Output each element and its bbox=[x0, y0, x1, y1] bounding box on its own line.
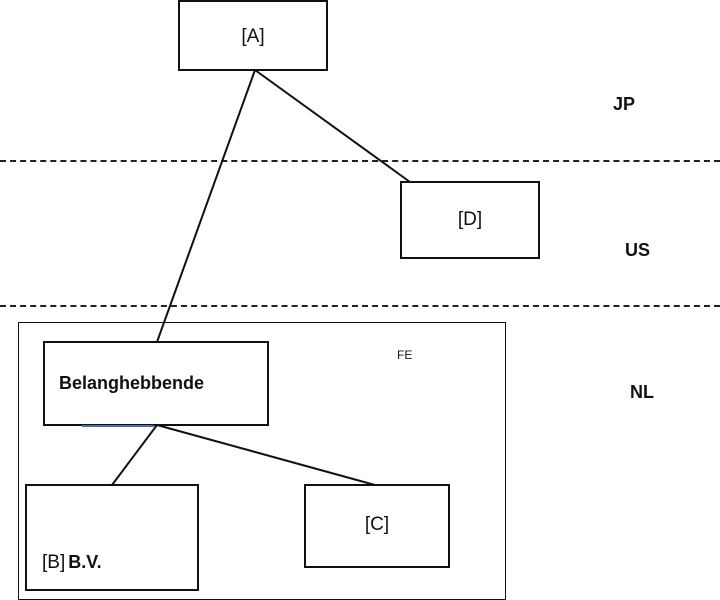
node-b-label: [B]B.V. bbox=[42, 552, 102, 574]
node-b-suffix: B.V. bbox=[68, 552, 102, 572]
line-a-to-d bbox=[254, 69, 411, 183]
node-b-prefix: [B] bbox=[42, 552, 66, 573]
jp-us-separator bbox=[0, 160, 720, 162]
node-belanghebbende-label: Belanghebbende bbox=[59, 373, 205, 393]
fe-label: FE bbox=[397, 348, 413, 362]
country-jp: JP bbox=[613, 94, 636, 114]
line-a-to-belanghebbende bbox=[156, 69, 256, 343]
belanghebbende-underline-accent bbox=[82, 425, 154, 427]
node-d: [D] bbox=[400, 181, 540, 259]
node-c: [C] bbox=[304, 484, 450, 568]
node-a: [A] bbox=[178, 0, 328, 71]
node-belanghebbende: Belanghebbende bbox=[43, 341, 269, 426]
line-belanghebbende-to-c bbox=[156, 424, 376, 486]
line-belanghebbende-to-b bbox=[111, 424, 158, 486]
country-us: US bbox=[625, 240, 651, 260]
node-b: [B]B.V. bbox=[25, 484, 199, 591]
us-nl-separator bbox=[0, 305, 720, 307]
node-a-label: [A] bbox=[241, 26, 265, 47]
country-nl: NL bbox=[630, 382, 654, 402]
node-c-label: [C] bbox=[364, 514, 390, 535]
node-d-label: [D] bbox=[457, 209, 483, 230]
